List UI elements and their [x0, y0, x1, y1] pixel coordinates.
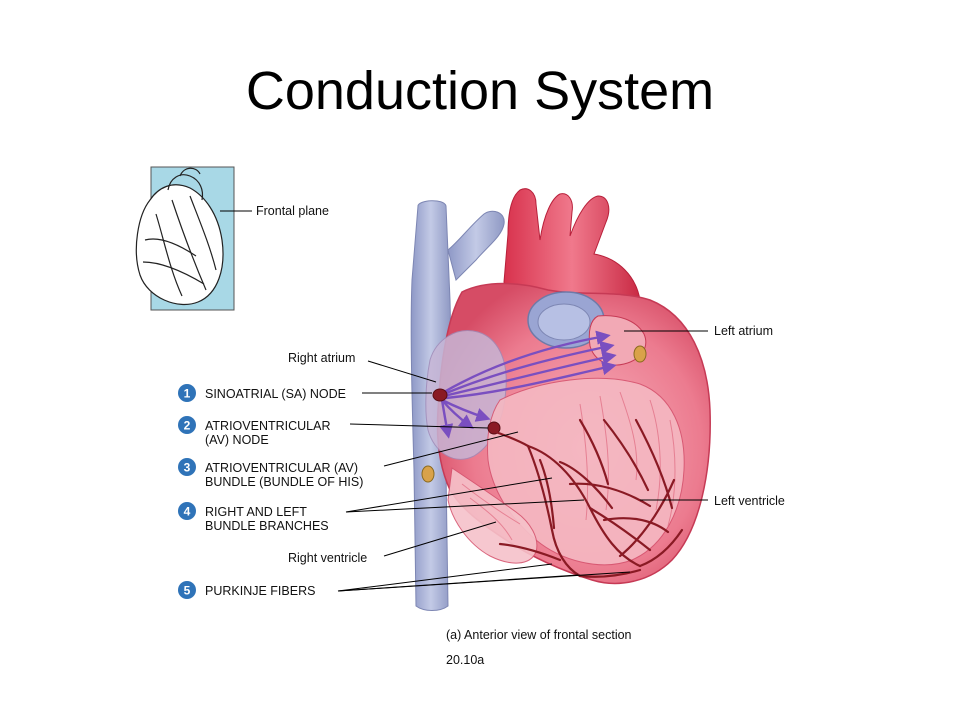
step-number: 1	[184, 387, 191, 401]
right-ventricle-label: Right ventricle	[288, 551, 367, 565]
right-pulmonary-vein-stub	[421, 465, 435, 483]
bundle-branch-leader-a	[345, 477, 553, 513]
figure-caption: (a) Anterior view of frontal section	[446, 628, 632, 642]
right-ventricle-leader	[383, 521, 497, 557]
left-pulmonary-vein-stub	[633, 345, 647, 363]
step-text-line: ATRIOVENTRICULAR (AV)	[205, 461, 358, 475]
right-atrium-label: Right atrium	[288, 351, 355, 365]
step-badge	[178, 502, 196, 520]
step-badge	[178, 581, 196, 599]
conduction-pathway	[494, 418, 684, 578]
step-text-line: (AV) NODE	[205, 433, 269, 447]
figure-number: 20.10a	[446, 653, 484, 667]
inset-heart-outline	[135, 167, 224, 306]
av-bundle-leader	[383, 431, 519, 467]
frontal-plane-label: Frontal plane	[256, 204, 329, 218]
muscle-texture	[461, 391, 676, 541]
step-number: 2	[184, 419, 191, 433]
heart-illustration	[410, 188, 711, 611]
step-text-line: SINOATRIAL (SA) NODE	[205, 387, 346, 401]
step-badge	[178, 458, 196, 476]
leader-lines	[337, 330, 708, 592]
step-text-line: ATRIOVENTRICULAR	[205, 419, 330, 433]
right-bundle-branch	[526, 444, 582, 578]
slide-title: Conduction System	[245, 61, 715, 121]
step-badge	[178, 384, 196, 402]
purkinje-leader-a	[337, 563, 553, 592]
bundle-branch-leader-b	[345, 499, 585, 513]
step-text-line: RIGHT AND LEFT	[205, 505, 307, 519]
inset-figure: Frontal plane	[135, 166, 329, 311]
sa-node	[432, 388, 448, 402]
purkinje-leader-c	[337, 571, 631, 592]
step-number: 3	[184, 461, 191, 475]
step-2: 2 ATRIOVENTRICULAR (AV) NODE	[178, 416, 330, 447]
step-number: 4	[184, 505, 191, 519]
step-3: 3 ATRIOVENTRICULAR (AV) BUNDLE (BUNDLE O…	[178, 458, 363, 489]
step-5: 5 PURKINJE FIBERS	[178, 581, 315, 599]
left-ventricle-label: Left ventricle	[714, 494, 785, 508]
pulmonary-vessel	[447, 210, 505, 281]
step-4: 4 RIGHT AND LEFT BUNDLE BRANCHES	[178, 502, 329, 533]
step-badge	[178, 416, 196, 434]
left-atrium-label: Left atrium	[714, 324, 773, 338]
pulmonary-valve-inner	[537, 303, 591, 341]
step-text-line: BUNDLE (BUNDLE OF HIS)	[205, 475, 363, 489]
step-text-line: BUNDLE BRANCHES	[205, 519, 329, 533]
depolarization-arrows	[439, 330, 617, 439]
step-1: 1 SINOATRIAL (SA) NODE	[178, 384, 346, 402]
right-atrium-leader	[367, 360, 437, 383]
step-text-line: PURKINJE FIBERS	[205, 584, 315, 598]
av-node-leader	[349, 423, 489, 429]
step-number: 5	[184, 584, 191, 598]
bundle-of-his	[494, 430, 530, 448]
